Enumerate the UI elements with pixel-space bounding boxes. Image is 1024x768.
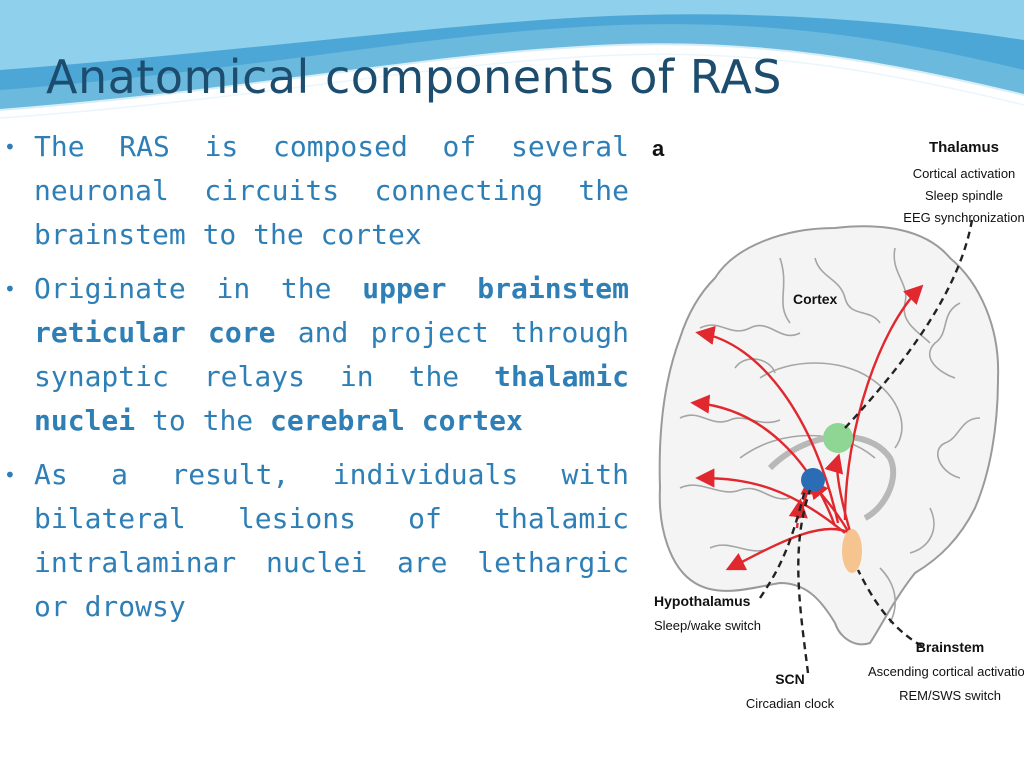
bullet-emphasis: thalamic nuclei — [34, 360, 629, 437]
bullet-text: to the — [135, 404, 271, 437]
thalamus-label: Thalamus — [929, 139, 999, 156]
cortex-label: Cortex — [793, 291, 838, 307]
bullet-text: and project through synaptic relays in t… — [34, 316, 629, 393]
ascending-arrows — [690, 284, 924, 571]
thalamus-desc-2: Sleep spindle — [925, 188, 1003, 203]
bullet-list: The RAS is composed of several neuronal … — [0, 125, 640, 639]
ras-brain-diagram: a Thalamus Cortical activation Sleep spi… — [652, 136, 1024, 711]
hypothalamus-label: Hypothalamus — [654, 593, 751, 609]
bullet-emphasis: cerebral cortex — [270, 404, 523, 437]
slide-title: Anatomical components of RAS — [46, 50, 783, 104]
bullet-item: The RAS is composed of several neuronal … — [0, 125, 629, 257]
hypothalamus-node — [801, 468, 825, 492]
bullet-text: The RAS is composed of several neuronal … — [34, 130, 629, 251]
scn-desc: Circadian clock — [746, 696, 835, 711]
bullet-text: Originate in the — [34, 272, 363, 305]
brainstem-node — [842, 529, 862, 573]
thalamus-desc-1: Cortical activation — [913, 166, 1016, 181]
thalamus-desc-3: EEG synchronization — [903, 210, 1024, 225]
leader-lines — [759, 219, 974, 674]
thalamus-node — [823, 423, 853, 453]
bullet-emphasis: upper brainstem reticular core — [34, 272, 629, 349]
brainstem-label: Brainstem — [916, 639, 984, 655]
bullet-item: Originate in the upper brainstem reticul… — [0, 267, 629, 443]
bullet-text: As a result, individuals with bilateral … — [34, 458, 629, 623]
brainstem-desc-2: REM/SWS switch — [899, 688, 1001, 703]
brain-folds — [679, 247, 981, 624]
scn-label: SCN — [775, 671, 805, 687]
panel-letter: a — [652, 136, 665, 161]
brainstem-desc-1: Ascending cortical activation — [868, 664, 1024, 679]
header-wave-decoration — [0, 0, 1024, 119]
bullet-item: As a result, individuals with bilateral … — [0, 453, 629, 629]
hypothalamus-desc: Sleep/wake switch — [654, 618, 761, 633]
